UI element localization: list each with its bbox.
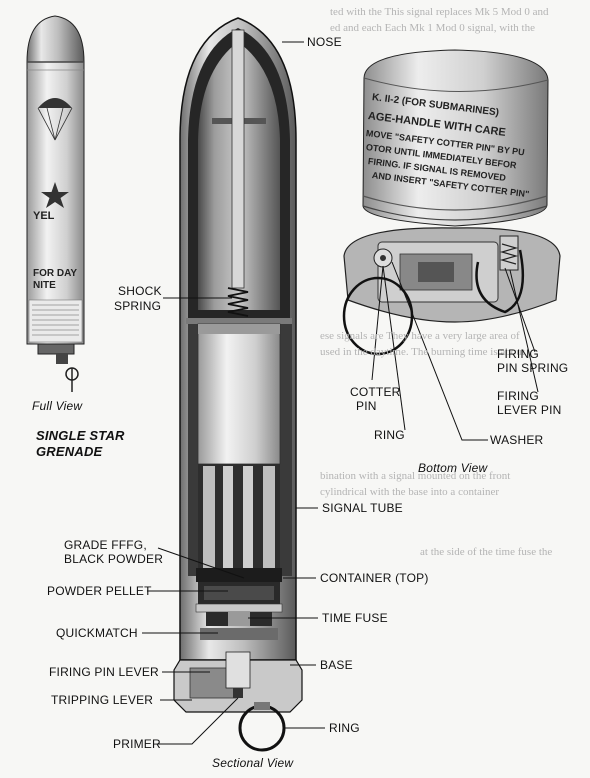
label-firing-pin-lever: FIRING PIN LEVER <box>49 665 159 679</box>
label-single-star-line1: SINGLE STAR <box>36 428 125 443</box>
shock-spring <box>227 287 249 317</box>
label-shock-spring-line1: SHOCK <box>118 284 162 298</box>
label-washer: WASHER <box>490 433 544 447</box>
caption-full-view: Full View <box>32 399 83 413</box>
caption-sectional-view: Sectional View <box>212 756 294 770</box>
label-signal-tube: SIGNAL TUBE <box>322 501 403 515</box>
label-primer: PRIMER <box>113 737 161 751</box>
label-firing-lever-pin-line1: FIRING <box>497 389 539 403</box>
tube-text-nite: NITE <box>33 280 56 291</box>
tube-text-day: FOR DAY <box>33 268 78 279</box>
label-base: BASE <box>320 658 353 672</box>
label-container-top: CONTAINER (TOP) <box>320 571 429 585</box>
label-ring-bottom: RING <box>329 721 360 735</box>
star-icon <box>41 182 69 208</box>
full-view-tube <box>26 15 85 392</box>
label-ring-right: RING <box>374 428 405 442</box>
label-time-fuse: TIME FUSE <box>322 611 388 625</box>
label-powder-pellet: POWDER PELLET <box>47 584 152 598</box>
label-nose: NOSE <box>307 35 342 49</box>
sectional-view-tube <box>173 17 303 752</box>
label-firing-pin-spring-line1: FIRING <box>497 347 539 361</box>
label-grade-powder-line1: GRADE FFFG, <box>64 538 147 552</box>
cotter-ring <box>342 276 414 356</box>
label-firing-lever-pin-line2: LEVER PIN <box>497 403 562 417</box>
label-cotter-pin-line2: PIN <box>356 399 377 413</box>
label-shock-spring-line2: SPRING <box>114 299 162 313</box>
label-cotter-pin-line1: COTTER <box>350 385 401 399</box>
caption-bottom-view: Bottom View <box>418 461 488 475</box>
label-single-star-line2: GRENADE <box>36 444 103 459</box>
label-grade-powder-line2: BLACK POWDER <box>64 552 164 566</box>
bottom-view-can <box>342 49 561 356</box>
leader-lines <box>142 41 539 745</box>
label-firing-pin-spring-line2: PIN SPRING <box>497 361 569 375</box>
parachute-icon <box>38 98 72 108</box>
tube-text-yel: YEL <box>33 210 55 222</box>
label-quickmatch: QUICKMATCH <box>56 626 138 640</box>
label-tripping-lever: TRIPPING LEVER <box>51 693 154 707</box>
